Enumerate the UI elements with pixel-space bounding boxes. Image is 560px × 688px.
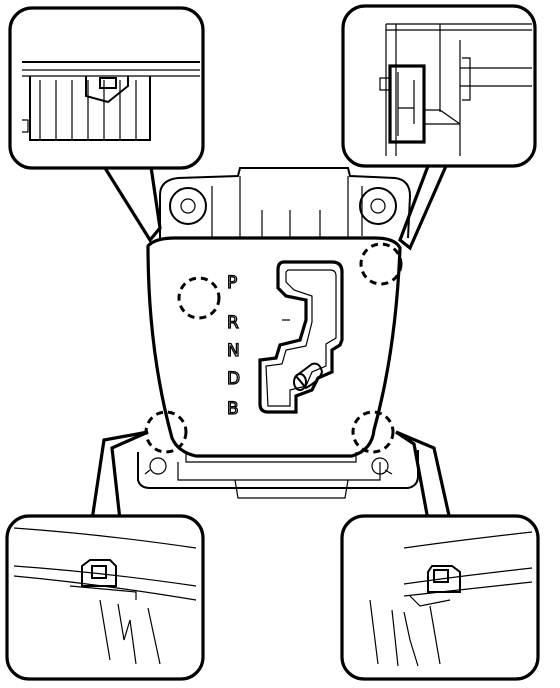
gear-position-labels: P R N D B	[226, 272, 240, 419]
clip-detail-icon	[22, 61, 200, 141]
clip-detail-icon	[369, 531, 533, 667]
clip-marker-upper-left	[177, 276, 221, 320]
clip-marker-upper-right	[359, 242, 403, 286]
gear-label-r: R	[227, 313, 239, 333]
clip-marker-lower-right	[351, 410, 395, 454]
gear-label-b: B	[227, 399, 239, 419]
callout-top-left	[8, 6, 205, 170]
shift-bezel-body	[146, 236, 402, 463]
gear-label-p: P	[227, 273, 237, 293]
clip-location-markers	[144, 242, 403, 454]
lower-bracket	[137, 450, 419, 499]
callout-bottom-right	[340, 514, 540, 681]
clip-detail-icon	[379, 23, 532, 156]
gear-label-n: N	[227, 341, 240, 361]
callout-bottom-left	[5, 514, 205, 681]
shift-gate-slot	[258, 260, 344, 414]
clip-detail-icon	[13, 527, 197, 665]
callout-top-right	[341, 4, 537, 168]
gear-label-d: D	[227, 369, 240, 389]
callout-leaders	[90, 159, 452, 521]
rear-bracket	[159, 167, 412, 239]
shift-lever-stub	[293, 362, 324, 391]
